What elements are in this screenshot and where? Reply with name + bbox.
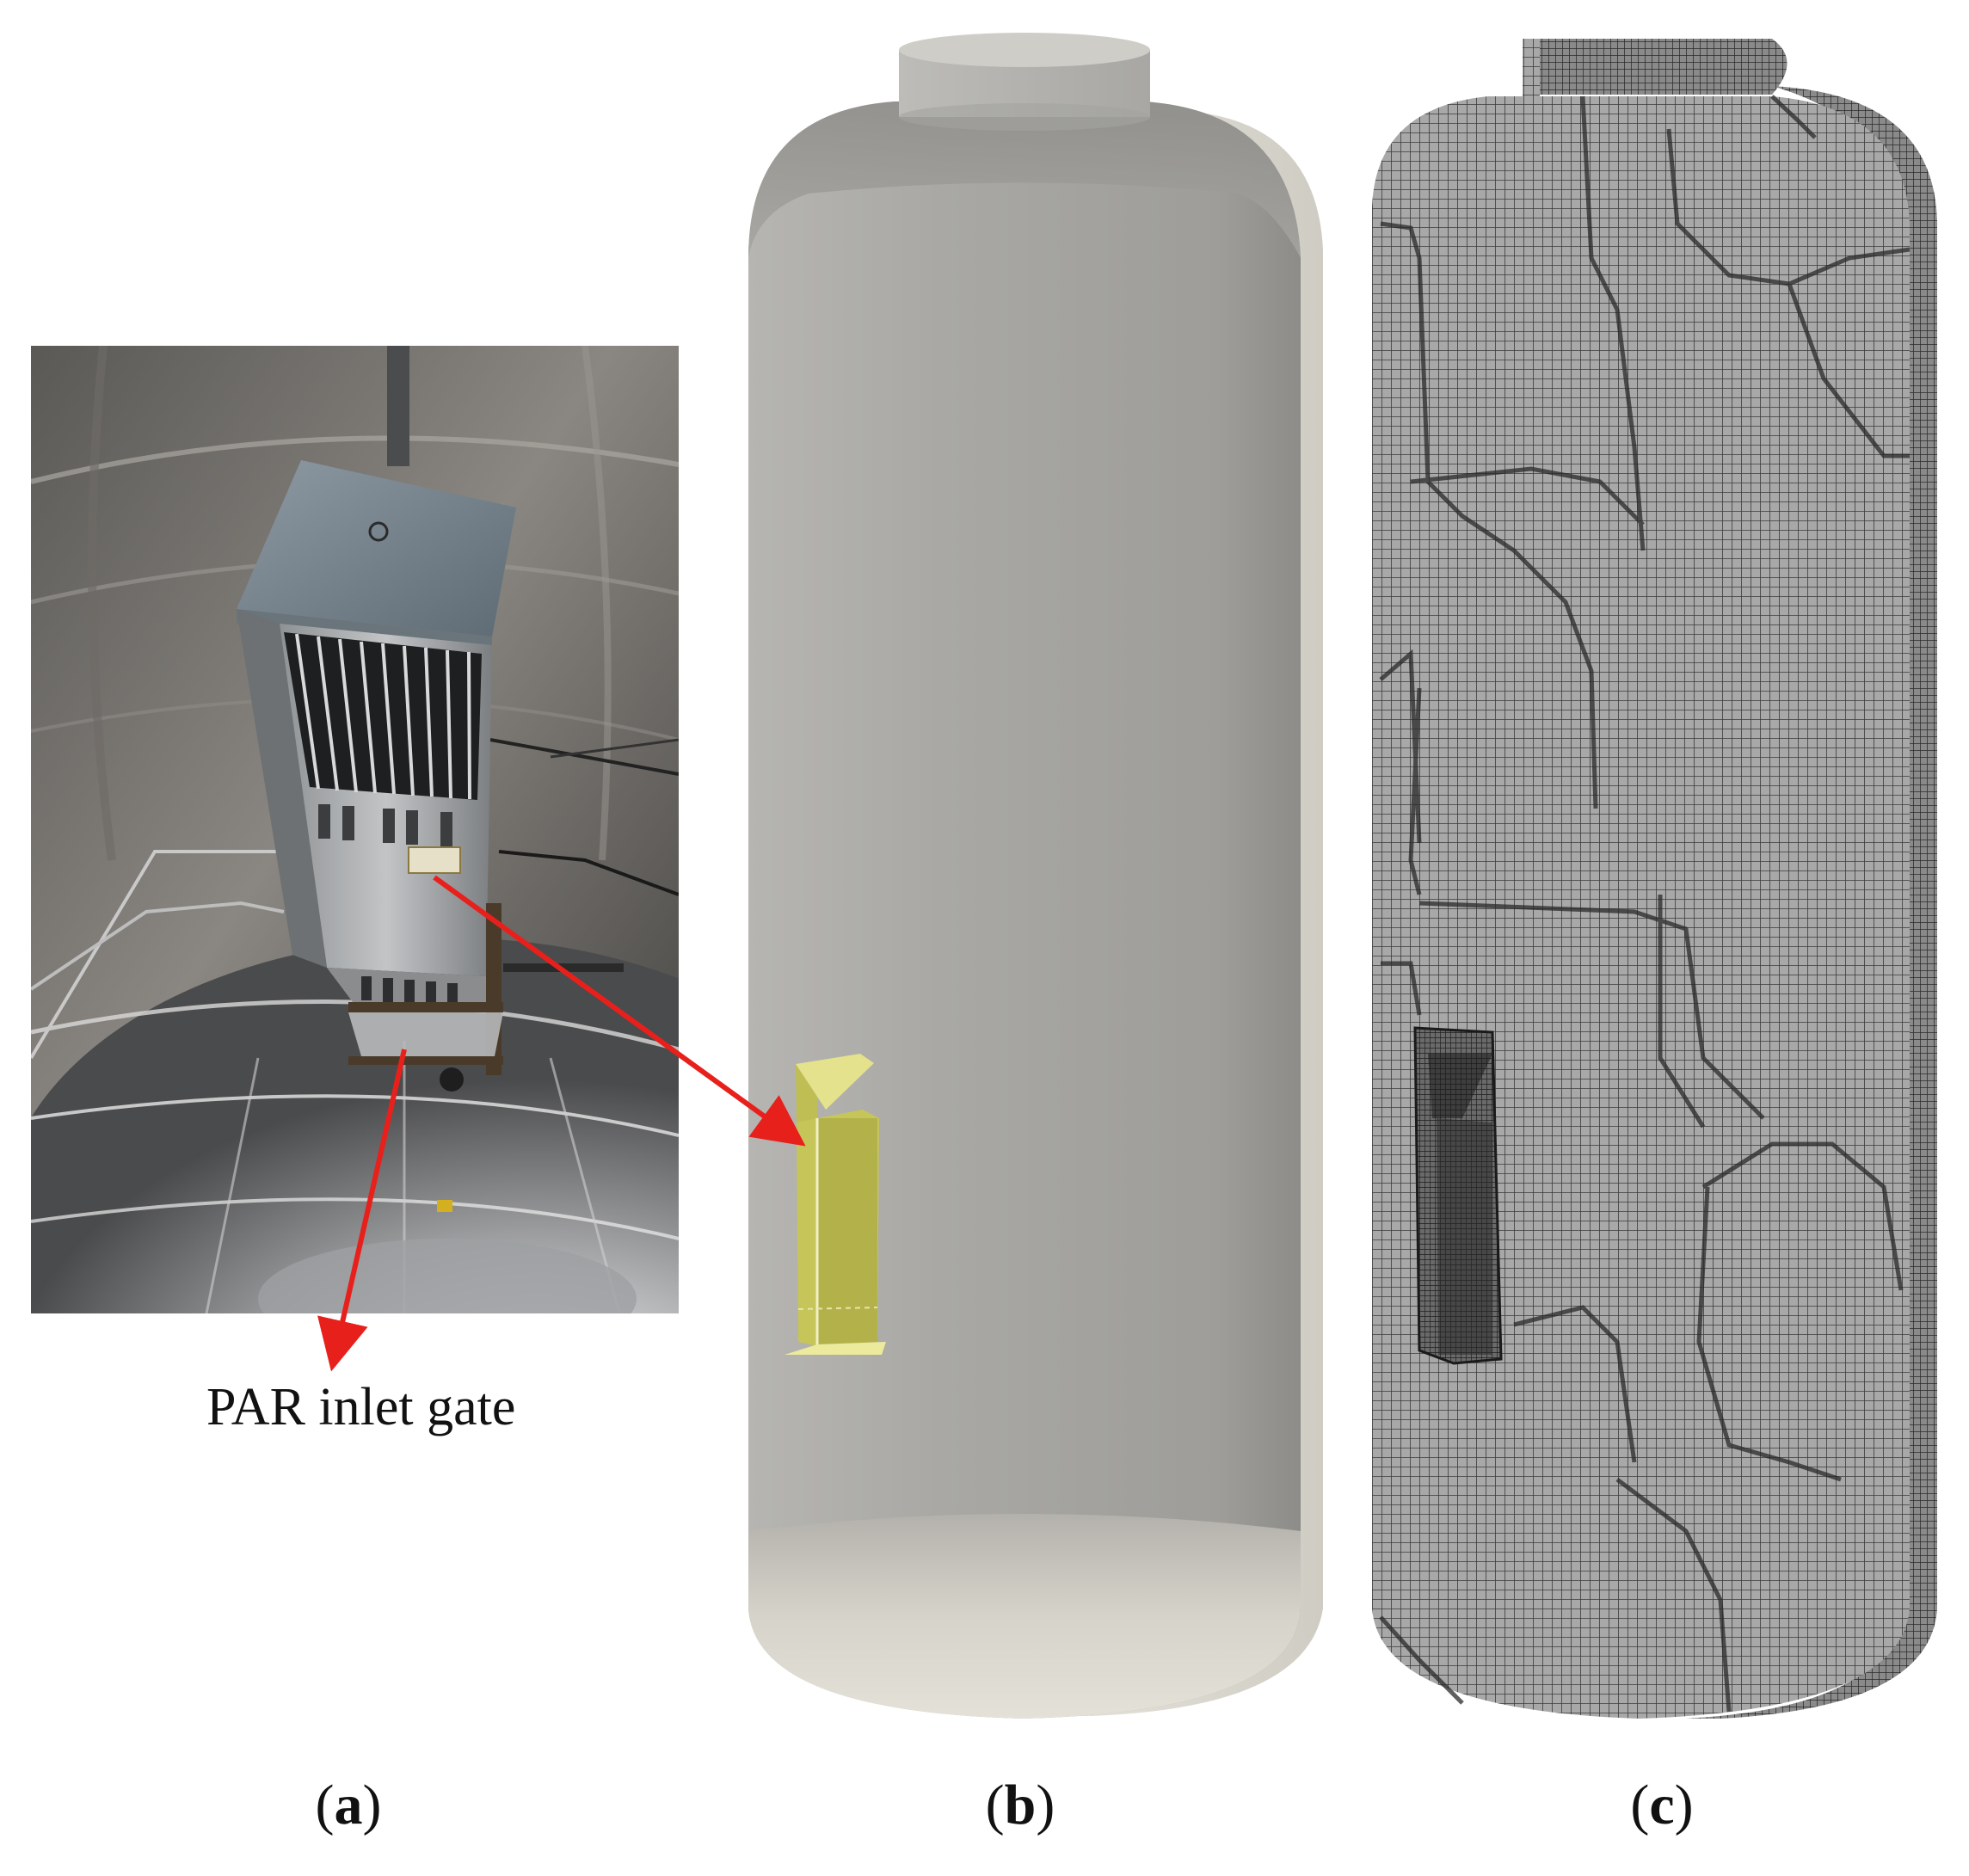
vessel-nozzle-top [899,33,1150,67]
mesh-refinement-contours [1379,95,1911,1713]
vessel-bottom-dome [748,1514,1301,1719]
panel-label-c: (c) [1630,1774,1693,1836]
panel-a-photo [31,346,679,1313]
mesh-body [1372,39,1910,1719]
arrow-to-par-model [433,875,806,1147]
panel-b-geometry [748,33,1323,1719]
panel-label-b: (b) [986,1774,1055,1836]
panel-c-mesh [1372,39,1937,1719]
mesh-rim [1686,86,1937,1719]
par-model [785,1054,886,1355]
par-inlet-gate-label: PAR inlet gate [206,1378,515,1436]
mesh-nozzle [1523,39,1787,95]
annotation-arrows [317,875,806,1372]
vessel-top-dome [748,101,1301,258]
vessel-body [748,101,1301,1719]
arrow-to-inlet-label [317,1049,407,1372]
mesh-par-region [1413,1026,1503,1365]
panel-label-a: (a) [316,1774,382,1836]
